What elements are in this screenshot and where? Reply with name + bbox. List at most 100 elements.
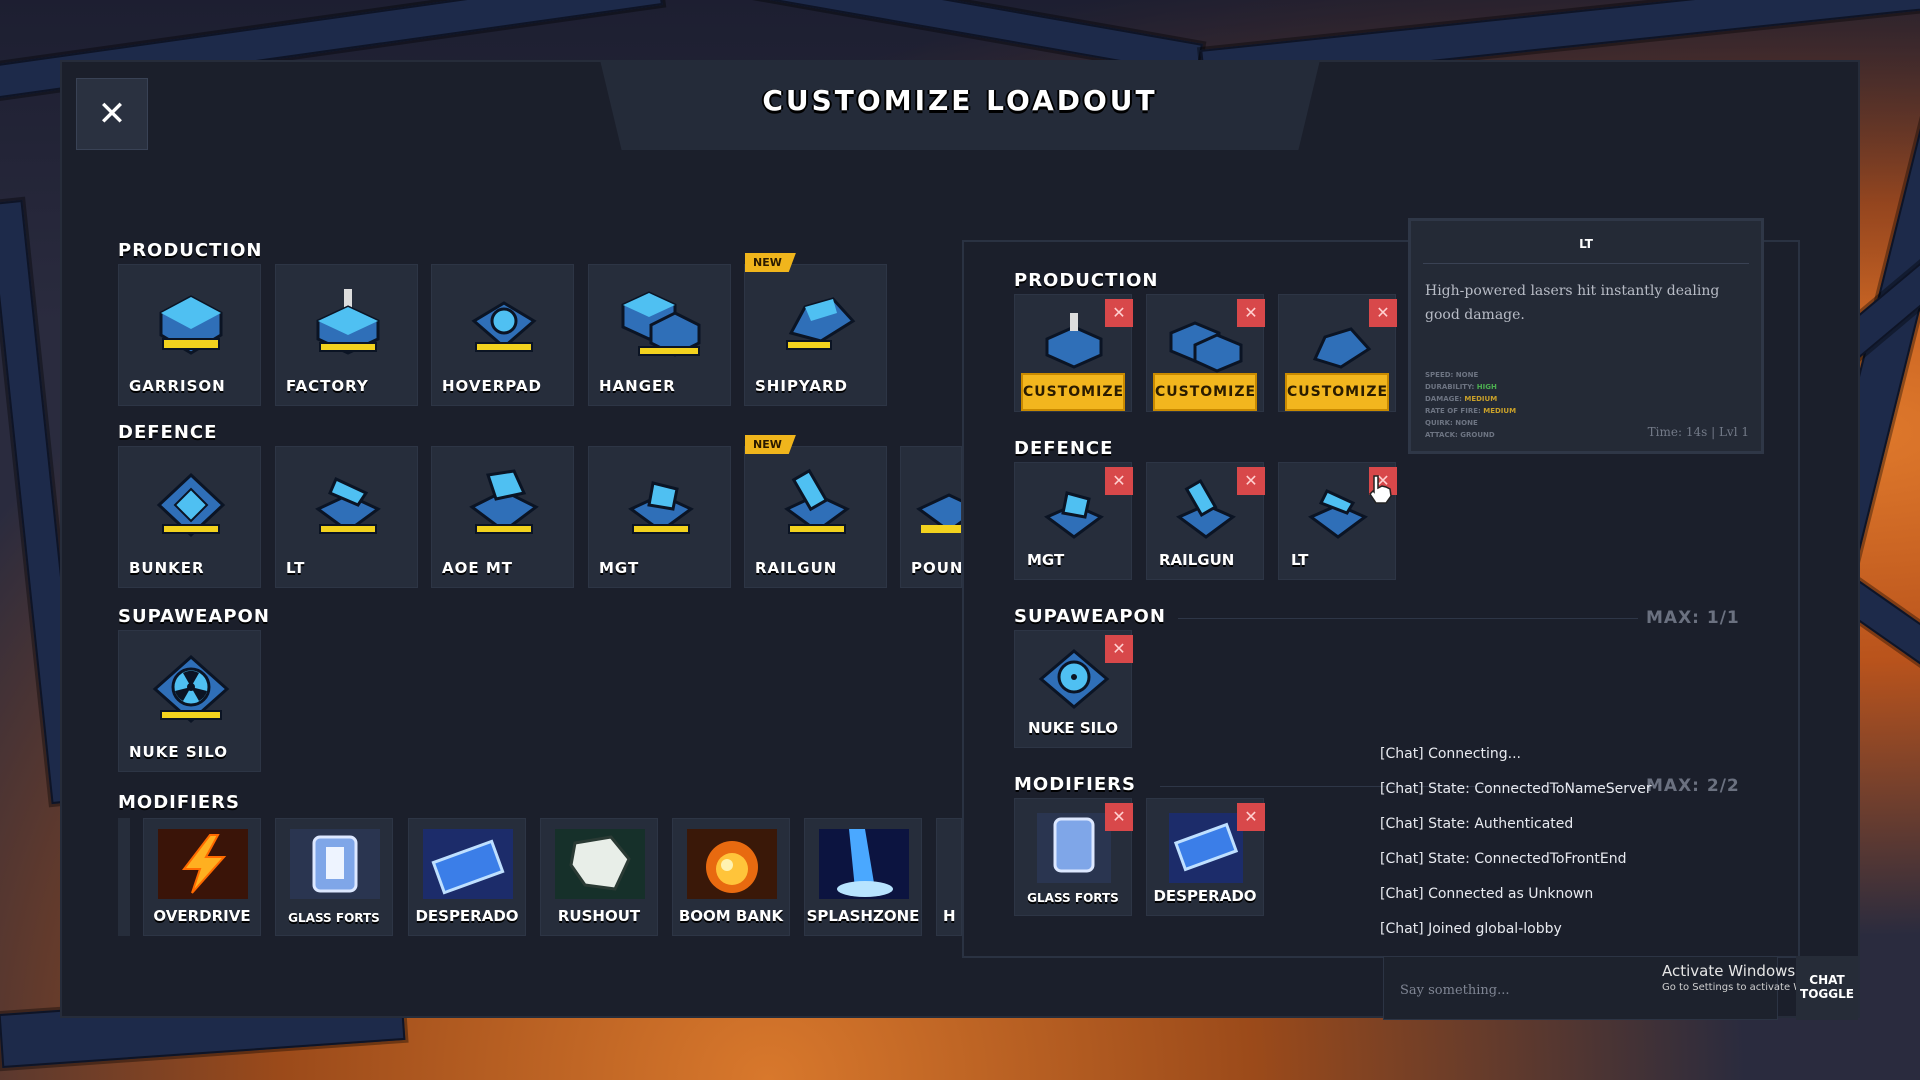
remove-button[interactable]: ✕ — [1237, 803, 1265, 831]
section-divider — [1178, 618, 1638, 619]
card-label: H — [943, 907, 956, 925]
building-card-aoe-mt[interactable]: AOE MT — [431, 446, 574, 588]
chat-placeholder: Say something... — [1400, 983, 1510, 998]
chat-line: [Chat] State: Authenticated — [1380, 816, 1574, 832]
building-card-shipyard[interactable]: NEW SHIPYARD — [744, 253, 887, 406]
card-label: HOVERPAD — [442, 377, 542, 395]
factory-icon — [316, 289, 380, 355]
loadout-production-slot: ✕ CUSTOMIZE — [1146, 294, 1265, 412]
pointer-hand-icon — [1369, 475, 1392, 504]
tooltip-time: Time: 14s | Lvl 1 — [1647, 425, 1749, 439]
tooltip-stat-row: DURABILITY: HIGH — [1425, 381, 1516, 393]
customize-button[interactable]: CUSTOMIZE — [1285, 373, 1389, 411]
close-button[interactable]: ✕ — [76, 78, 148, 150]
chat-toggle-line1: CHAT — [1809, 973, 1845, 987]
machine-gun-turret-icon — [1044, 491, 1104, 539]
loadout-defence-slot: ✕ RAILGUN — [1146, 462, 1265, 580]
stat-label: DAMAGE: — [1425, 395, 1465, 403]
tooltip-divider — [1423, 263, 1749, 264]
building-card-nuke-silo[interactable]: NUKE SILO — [118, 630, 261, 772]
section-production-title: PRODUCTION — [118, 240, 263, 261]
chat-line: [Chat] State: ConnectedToFrontEnd — [1380, 851, 1627, 867]
card-label: FACTORY — [286, 377, 369, 395]
modifier-card-partial[interactable]: H — [936, 818, 962, 936]
card-label: MGT — [599, 559, 640, 577]
bunker-icon — [156, 472, 226, 538]
chat-input[interactable]: Say something... — [1383, 956, 1778, 1020]
section-modifiers-title: MODIFIERS — [118, 792, 240, 813]
card-label: LT — [1291, 551, 1309, 569]
building-card-lt[interactable]: LT — [275, 446, 418, 588]
loadout-defence-title: DEFENCE — [1014, 438, 1114, 459]
loadout-defence-slot: ✕ MGT — [1014, 462, 1133, 580]
section-defence-title: DEFENCE — [118, 422, 218, 443]
shipyard-icon — [786, 297, 856, 350]
card-label: LT — [286, 559, 306, 577]
card-label: GARRISON — [129, 377, 226, 395]
card-label: POUN — [911, 559, 962, 577]
stat-label: DURABILITY: — [1425, 383, 1477, 391]
stat-value: MEDIUM — [1464, 395, 1498, 403]
building-card-hoverpad[interactable]: HOVERPAD — [431, 264, 574, 406]
loadout-modifier-slot: ✕ GLASS FORTS — [1014, 798, 1133, 916]
building-card-railgun[interactable]: NEW RAILGUN — [744, 435, 887, 588]
building-card-garrison[interactable]: GARRISON — [118, 264, 261, 406]
modifier-card-rushout[interactable]: RUSHOUT — [540, 818, 658, 936]
remove-button[interactable]: ✕ — [1105, 635, 1133, 663]
modifier-card-desperado[interactable]: DESPERADO — [408, 818, 526, 936]
modifier-card-overdrive[interactable]: OVERDRIVE — [143, 818, 261, 936]
modifier-card-glass-forts[interactable]: GLASS FORTS — [275, 818, 393, 936]
page-title: CUSTOMIZE LOADOUT — [762, 84, 1158, 117]
card-label: AOE MT — [442, 559, 513, 577]
windows-activation-subtitle: Go to Settings to activate Windows. — [1662, 982, 1842, 993]
battery-icon — [1169, 813, 1243, 883]
remove-button[interactable]: ✕ — [1237, 299, 1265, 327]
aoe-mortar-icon — [469, 469, 539, 534]
building-card-hanger[interactable]: HANGER — [588, 264, 731, 406]
stat-value: MEDIUM — [1483, 407, 1517, 415]
card-label: MGT — [1027, 551, 1065, 569]
card-label: DESPERADO — [415, 907, 519, 925]
loadout-production-slot: ✕ CUSTOMIZE — [1278, 294, 1397, 412]
stat-value: GROUND — [1460, 431, 1495, 439]
factory-icon — [1045, 313, 1103, 369]
chat-toggle-button[interactable]: CHAT TOGGLE — [1796, 956, 1858, 1020]
customize-button[interactable]: CUSTOMIZE — [1153, 373, 1257, 411]
tooltip-stat-row: SPEED: NONE — [1425, 369, 1516, 381]
building-card-bunker[interactable]: BUNKER — [118, 446, 261, 588]
building-card-mgt[interactable]: MGT — [588, 446, 731, 588]
card-label: GLASS FORTS — [1027, 891, 1119, 905]
modifier-card-boom-bank[interactable]: BOOM BANK — [672, 818, 790, 936]
card-label: HANGER — [599, 377, 676, 395]
explosion-icon — [687, 829, 777, 899]
stat-label: SPEED: — [1425, 371, 1456, 379]
remove-button[interactable]: ✕ — [1369, 299, 1397, 327]
running-shoe-icon — [555, 829, 645, 899]
remove-button[interactable]: ✕ — [1105, 467, 1133, 495]
tower-shield-icon — [1037, 813, 1111, 883]
remove-button[interactable]: ✕ — [1105, 803, 1133, 831]
hanger-icon — [1169, 321, 1243, 373]
remove-button[interactable]: ✕ — [1105, 299, 1133, 327]
customize-button[interactable]: CUSTOMIZE — [1021, 373, 1125, 411]
tooltip-stat-row: QUIRK: NONE — [1425, 417, 1516, 429]
card-label: GLASS FORTS — [288, 911, 380, 925]
nuke-silo-icon — [152, 654, 230, 724]
building-card-factory[interactable]: FACTORY — [275, 264, 418, 406]
remove-button[interactable]: ✕ — [1237, 467, 1265, 495]
card-label: NUKE SILO — [1028, 719, 1118, 737]
loadout-supaweapon-title: SUPAWEAPON — [1014, 606, 1166, 627]
chat-line: [Chat] Connected as Unknown — [1380, 886, 1594, 902]
card-label: DESPERADO — [1153, 887, 1257, 905]
lightning-icon — [158, 829, 248, 899]
stat-label: QUIRK: — [1425, 419, 1456, 427]
building-card-poun[interactable]: POUN — [900, 446, 962, 588]
card-label: BOOM BANK — [678, 907, 784, 925]
chat-line: [Chat] State: ConnectedToNameServer — [1380, 781, 1652, 797]
garrison-icon — [159, 295, 223, 355]
chat-toggle-line2: TOGGLE — [1800, 987, 1854, 1001]
modifier-card-splashzone[interactable]: SPLASHZONE — [804, 818, 922, 936]
laser-turret-icon — [315, 476, 381, 534]
new-badge: NEW — [745, 435, 796, 454]
tooltip-stat-row: RATE OF FIRE: MEDIUM — [1425, 405, 1516, 417]
